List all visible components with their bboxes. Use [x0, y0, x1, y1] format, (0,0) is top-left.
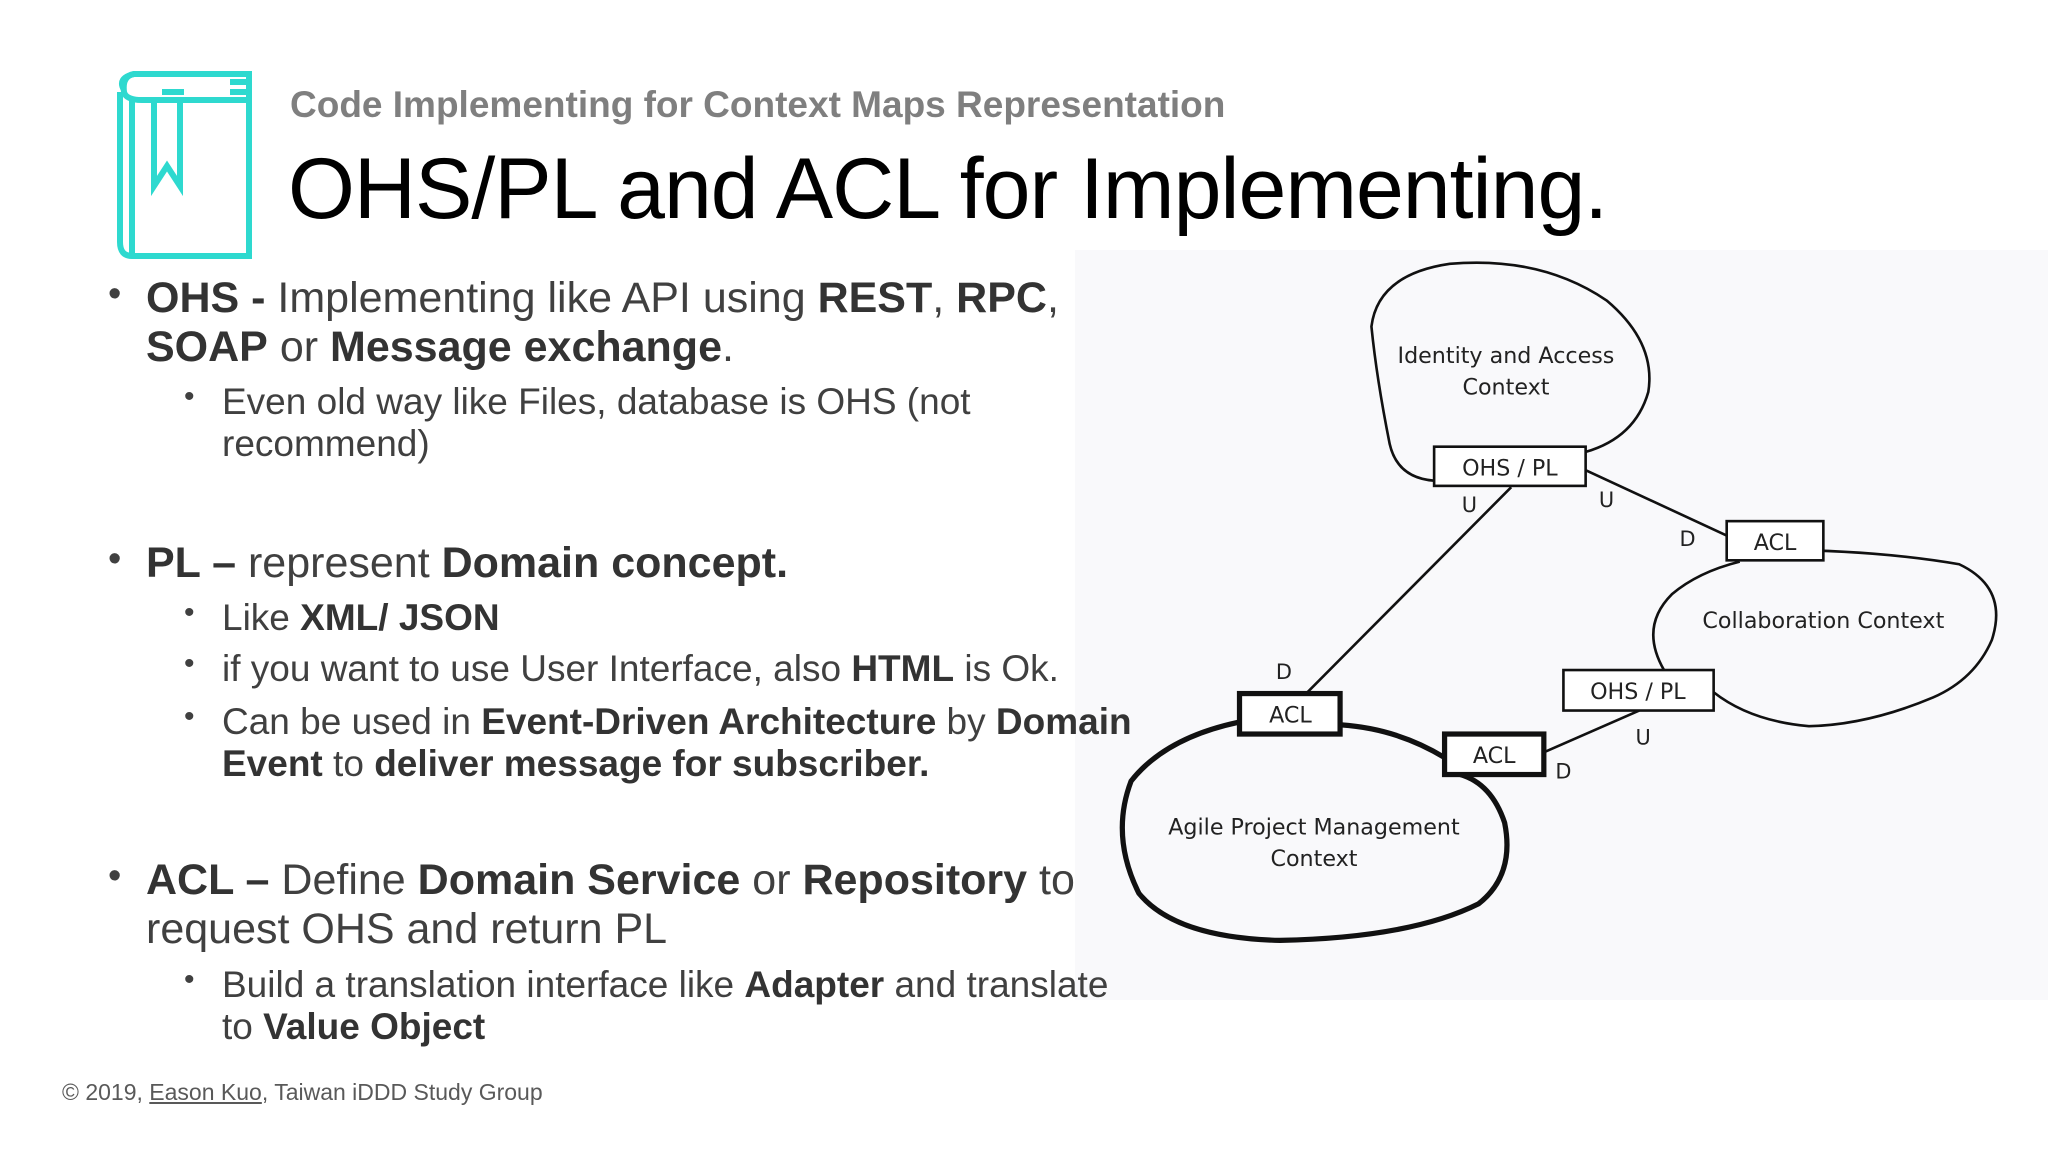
bullet-ohs-line2: SOAP or Message exchange.	[146, 323, 734, 371]
relation-label: U	[1462, 493, 1477, 517]
slide-subtitle: Code Implementing for Context Maps Repre…	[290, 84, 1226, 125]
collaboration-context-label: Collaboration Context	[1702, 608, 1944, 634]
bullet-dot: •	[184, 963, 195, 996]
agile-context-label: Agile Project Management	[1168, 815, 1460, 841]
bullet-acl: ACL – Define Domain Service or Repositor…	[146, 856, 1075, 904]
identity-ohs-pl-label: OHS / PL	[1462, 455, 1558, 481]
bullet-ohs-sub1: Even old way like Files, database is OHS…	[222, 381, 971, 464]
bullet-acl-sub1: Build a translation interface like Adapt…	[222, 964, 1109, 1047]
bullet-pl: PL – represent Domain concept.	[146, 539, 789, 587]
identity-context-label: Context	[1462, 374, 1549, 400]
collab-ohs-pl-box	[1562, 668, 1715, 712]
book-bookmark-icon	[117, 71, 252, 259]
agile-acl-right-label: ACL	[1473, 743, 1516, 769]
agile-acl-right-box	[1441, 731, 1547, 778]
bullet-dot: •	[184, 647, 195, 680]
bullet-pl-sub1: Like XML/ JSON	[222, 597, 500, 638]
identity-ohs-pl-box	[1432, 445, 1587, 488]
bullet-dot: •	[184, 596, 195, 629]
relation-label: U	[1599, 488, 1614, 512]
collab-acl-box	[1725, 519, 1825, 562]
relation-label: D	[1555, 759, 1571, 783]
identity-context-blob	[1370, 261, 1651, 482]
relation-label: U	[1635, 725, 1650, 749]
relation-label: D	[1679, 527, 1695, 551]
slide-title: OHS/PL and ACL for Implementing.	[288, 141, 1608, 237]
bullet-dot: •	[108, 273, 122, 315]
bullet-dot: •	[108, 855, 122, 897]
bullet-dot: •	[184, 380, 195, 413]
bullet-acl-line2: request OHS and return PL	[146, 905, 668, 953]
collab-ohs-pl-label: OHS / PL	[1590, 679, 1686, 705]
bullet-pl-sub2: if you want to use User Interface, also …	[222, 648, 1059, 689]
bullet-ohs: OHS - Implementing like API using REST, …	[146, 274, 1059, 322]
agile-acl-top-label: ACL	[1269, 702, 1312, 728]
diagram-background	[1075, 250, 2048, 1000]
agile-context-blob	[1119, 719, 1510, 944]
relation-label: D	[1276, 660, 1292, 684]
bullet-pl-sub3: Can be used in Event-Driven Architecture…	[222, 701, 1132, 784]
author-link[interactable]: Eason Kuo	[149, 1079, 262, 1105]
bullet-dot: •	[108, 538, 122, 580]
connector-collab-agile	[1543, 709, 1640, 754]
footer-copyright: © 2019, Eason Kuo, Taiwan iDDD Study Gro…	[62, 1079, 543, 1105]
agile-acl-top-box	[1236, 690, 1343, 737]
bullet-dot: •	[184, 700, 195, 733]
collaboration-context-blob	[1652, 548, 1998, 728]
identity-context-label: Identity and Access	[1398, 343, 1615, 369]
connector-identity-collab	[1585, 469, 1728, 537]
collab-acl-label: ACL	[1754, 530, 1797, 556]
agile-context-label: Context	[1270, 846, 1357, 872]
connector-identity-agile	[1305, 486, 1513, 695]
